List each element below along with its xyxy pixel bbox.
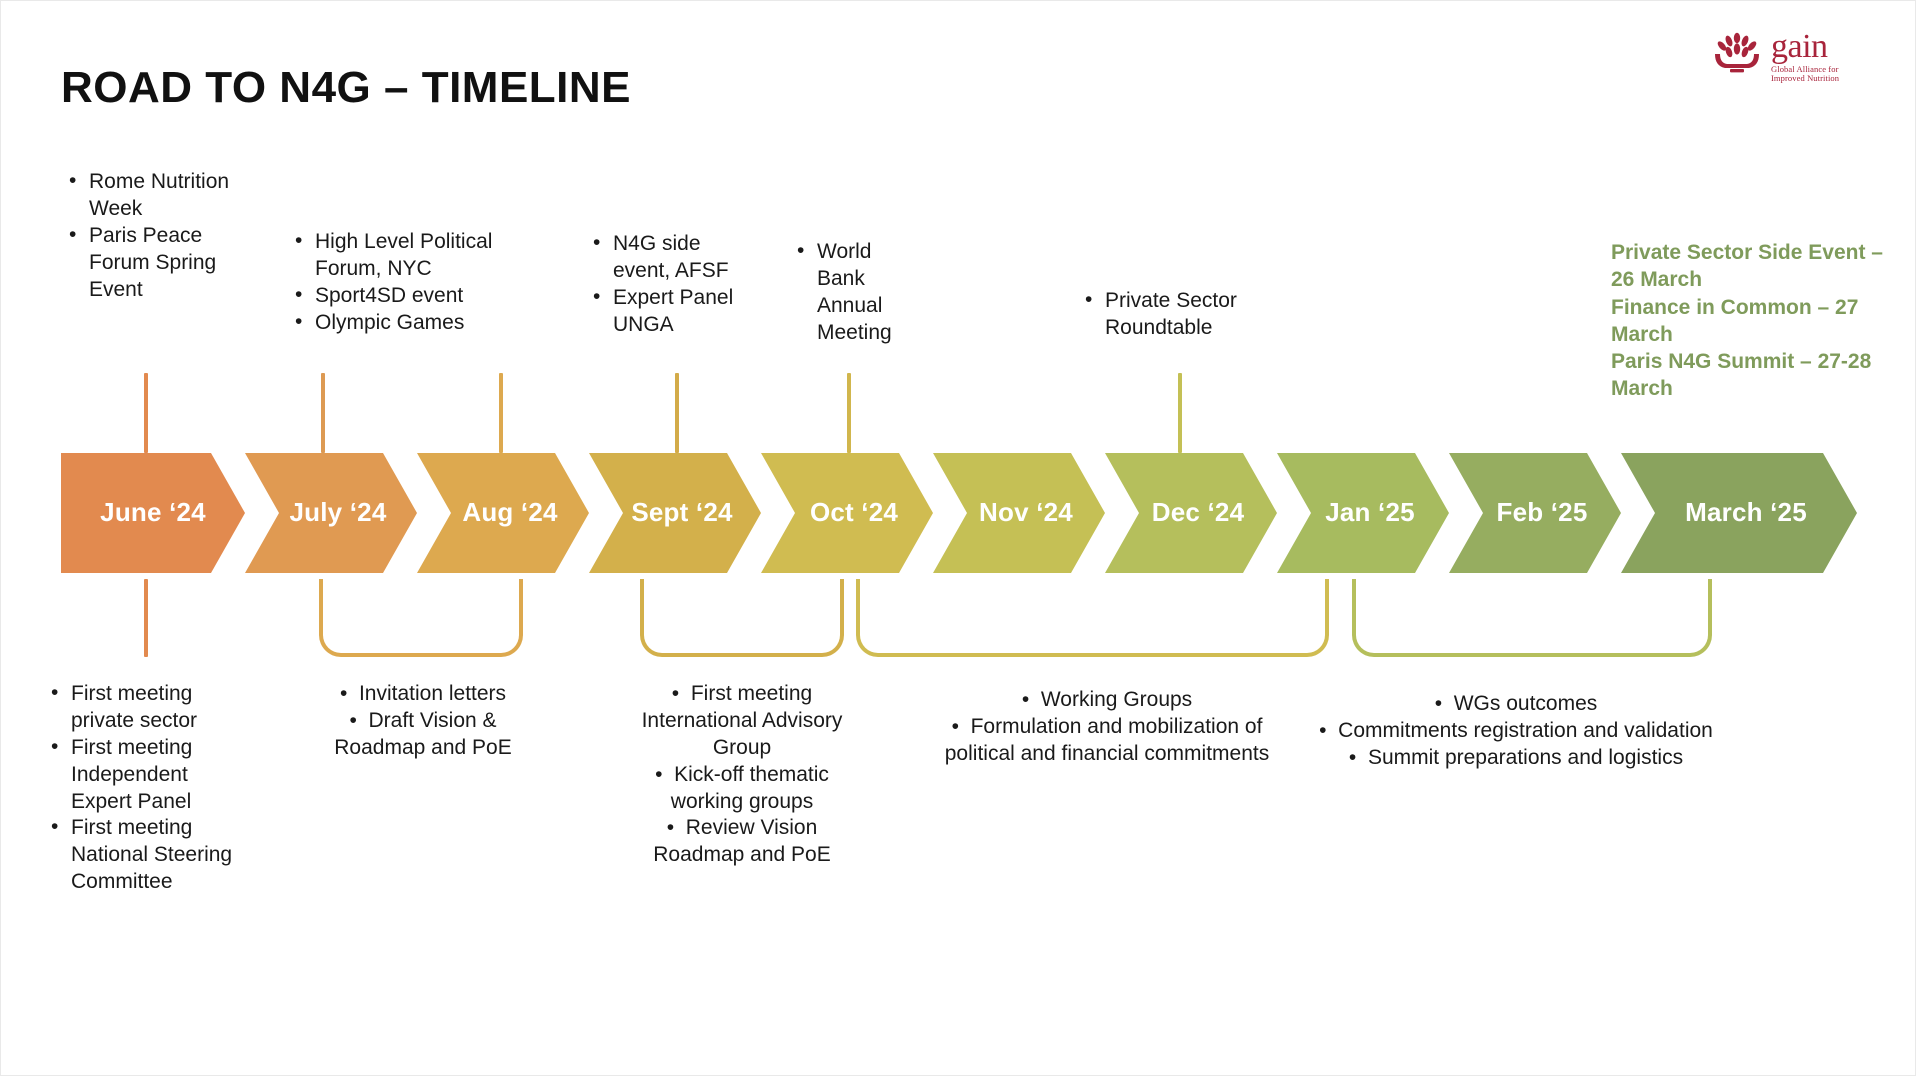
callout-item: Invitation letters [307, 681, 539, 708]
chevron-label: Sept ‘24 [631, 497, 733, 528]
callout-item: Kick-off thematic working groups [623, 762, 861, 816]
chevron-label: July ‘24 [289, 497, 387, 528]
timeline-chevron-3[interactable]: Sept ‘24 [589, 453, 761, 573]
callout-item: Paris Peace Forum Spring Event [63, 222, 253, 304]
bracket-oct-dec [856, 579, 1329, 657]
chevron-label: Dec ‘24 [1151, 497, 1245, 528]
callout-item: WGs outcomes [1306, 691, 1726, 718]
green-note-line3: Paris N4G Summit – 27-28 March [1611, 350, 1872, 401]
july-top-callout-list: High Level Political Forum, NYCSport4SD … [289, 228, 557, 337]
stalk-sept [675, 373, 679, 453]
chevron-label: Aug ‘24 [462, 497, 558, 528]
timeline-chevron-8[interactable]: Feb ‘25 [1449, 453, 1621, 573]
stalk-june [144, 373, 148, 453]
stalk-july [321, 373, 325, 453]
bracket-july-aug [319, 579, 523, 657]
green-note-line1: Private Sector Side Event – 26 March [1611, 241, 1883, 292]
sept-top-callout: N4G side event, AFSFExpert Panel UNGA [587, 230, 757, 339]
green-note-line2: Finance in Common – 27 March [1611, 295, 1859, 346]
timeline-chevron-4[interactable]: Oct ‘24 [761, 453, 933, 573]
callout-item: Draft Vision & Roadmap and PoE [307, 708, 539, 762]
callout-item: Private Sector Roundtable [1079, 287, 1289, 342]
page-title: ROAD TO N4G – TIMELINE [61, 63, 632, 112]
callout-item: World Bank Annual Meeting [791, 238, 921, 347]
july-aug-bottom-callout-list: Invitation lettersDraft Vision & Roadmap… [307, 681, 539, 762]
bullet-icon [1022, 688, 1041, 711]
stalk-aug [499, 373, 503, 453]
bullet-icon [655, 763, 674, 786]
timeline-chevron-6[interactable]: Dec ‘24 [1105, 453, 1277, 573]
timeline-chevron-5[interactable]: Nov ‘24 [933, 453, 1105, 573]
callout-item: Formulation and mobilization of politica… [931, 714, 1283, 768]
gain-logo: gain Global Alliance for Improved Nutrit… [1711, 23, 1871, 89]
stem-june [144, 579, 148, 657]
bullet-icon [952, 715, 971, 738]
june-top-callout: Rome Nutrition WeekParis Peace Forum Spr… [63, 168, 253, 304]
chevron-label: Jan ‘25 [1325, 497, 1415, 528]
june-bottom-callout-list: First meeting private sectorFirst meetin… [45, 680, 253, 896]
timeline-chevron-0[interactable]: June ‘24 [61, 453, 245, 573]
callout-item: First meeting National Steering Committe… [45, 814, 253, 896]
callout-item: First meeting private sector [45, 680, 253, 735]
timeline-chevron-1[interactable]: July ‘24 [245, 453, 417, 573]
chevron-label: June ‘24 [100, 497, 206, 528]
oct-top-callout: World Bank Annual Meeting [791, 238, 921, 347]
callout-item: Rome Nutrition Week [63, 168, 253, 223]
timeline-chevron-2[interactable]: Aug ‘24 [417, 453, 589, 573]
oct-dec-bottom-callout: Working GroupsFormulation and mobilizati… [931, 687, 1283, 768]
jan-march-bottom-callout: WGs outcomesCommitments registration and… [1306, 691, 1726, 772]
gain-wordmark: gain Global Alliance for Improved Nutrit… [1771, 27, 1840, 83]
callout-item: Review Vision Roadmap and PoE [623, 815, 861, 869]
bullet-icon [349, 709, 368, 732]
callout-item: N4G side event, AFSF [587, 230, 757, 285]
timeline-chevron-7[interactable]: Jan ‘25 [1277, 453, 1449, 573]
gain-tagline-line2: Improved Nutrition [1771, 73, 1840, 83]
oct-dec-bottom-callout-list: Working GroupsFormulation and mobilizati… [931, 687, 1283, 768]
timeline-chevron-band: June ‘24 July ‘24 Aug ‘24 Sept ‘24 Oct ‘24 No… [61, 453, 1857, 573]
dec-top-callout: Private Sector Roundtable [1079, 287, 1289, 342]
july-aug-bottom-callout: Invitation lettersDraft Vision & Roadmap… [307, 681, 539, 762]
callout-item: Olympic Games [289, 309, 557, 337]
gain-tagline-line1: Global Alliance for [1771, 63, 1839, 74]
stalk-oct [847, 373, 851, 453]
stalk-dec [1178, 373, 1182, 453]
july-top-callout: High Level Political Forum, NYCSport4SD … [289, 228, 557, 337]
bracket-jan-march [1352, 579, 1712, 657]
gain-logo-word: gain [1771, 27, 1828, 65]
dec-top-callout-list: Private Sector Roundtable [1079, 287, 1289, 342]
callout-item: Summit preparations and logistics [1306, 745, 1726, 772]
bullet-icon [1349, 746, 1368, 769]
callout-item: High Level Political Forum, NYC [289, 228, 557, 283]
callout-item: Working Groups [931, 687, 1283, 714]
callout-item: Commitments registration and validation [1306, 718, 1726, 745]
chevron-label: Feb ‘25 [1496, 497, 1588, 528]
june-top-callout-list: Rome Nutrition WeekParis Peace Forum Spr… [63, 168, 253, 304]
bullet-icon [1319, 719, 1338, 742]
jan-march-bottom-callout-list: WGs outcomesCommitments registration and… [1306, 691, 1726, 772]
bullet-icon [340, 682, 359, 705]
sept-top-callout-list: N4G side event, AFSFExpert Panel UNGA [587, 230, 757, 339]
bullet-icon [672, 682, 691, 705]
callout-item: Sport4SD event [289, 282, 557, 310]
timeline-chevron-9[interactable]: March ‘25 [1621, 453, 1857, 573]
chevron-label: March ‘25 [1685, 497, 1807, 528]
callout-item: Expert Panel UNGA [587, 284, 757, 339]
gain-bowl-leaves-icon [1711, 32, 1763, 81]
callout-item: First meeting Independent Expert Panel [45, 734, 253, 816]
bullet-icon [1435, 692, 1454, 715]
sept-bottom-callout-list: First meeting International Advisory Gro… [623, 681, 861, 869]
bracket-sept [640, 579, 844, 657]
oct-top-callout-list: World Bank Annual Meeting [791, 238, 921, 347]
chevron-label: Nov ‘24 [979, 497, 1073, 528]
green-summit-note: Private Sector Side Event – 26 March Fin… [1611, 239, 1891, 403]
sept-bottom-callout: First meeting International Advisory Gro… [623, 681, 861, 869]
june-bottom-callout: First meeting private sectorFirst meetin… [45, 680, 253, 896]
callout-item: First meeting International Advisory Gro… [623, 681, 861, 762]
bullet-icon [667, 816, 686, 839]
chevron-label: Oct ‘24 [809, 497, 899, 528]
